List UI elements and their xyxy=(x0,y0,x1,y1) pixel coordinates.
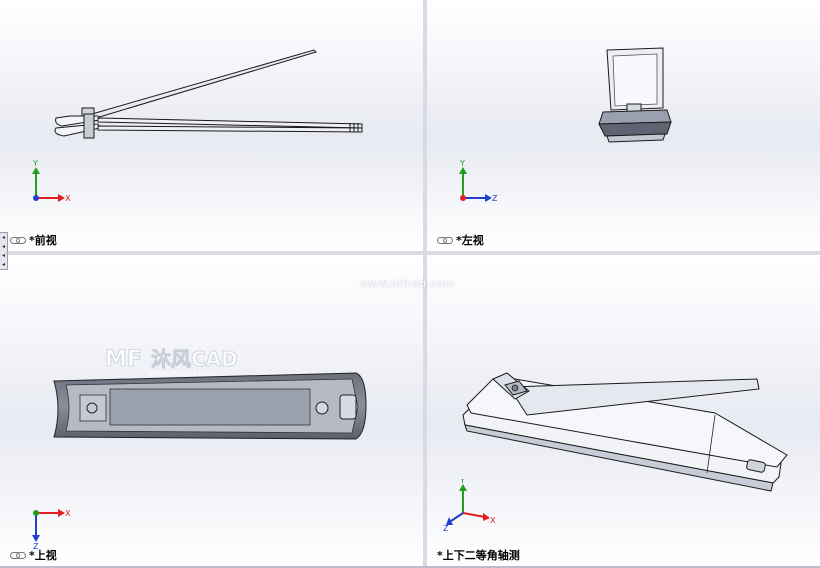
link-icon xyxy=(437,236,453,244)
status-strip xyxy=(0,566,820,568)
svg-text:MF: MF xyxy=(105,347,142,372)
viewport-label-front[interactable]: *前视 xyxy=(10,232,57,248)
axis-x-label: X xyxy=(490,516,496,525)
link-icon xyxy=(10,551,26,559)
axis-x-label: X xyxy=(65,509,71,518)
viewport-top[interactable]: Z X *上视 xyxy=(0,255,423,566)
view-name-top: *上视 xyxy=(29,549,57,562)
axis-triad-top: Z X xyxy=(32,509,71,549)
watermark-logo-text: 沐风CAD xyxy=(151,347,238,371)
axis-triad-left: Y Z xyxy=(459,159,498,203)
axis-z-label: Z xyxy=(492,194,498,203)
model-top-view xyxy=(53,372,367,440)
model-left-view xyxy=(598,47,672,143)
view-name-front: *前视 xyxy=(29,234,57,247)
axis-y-label: Y xyxy=(459,479,465,485)
viewport-label-left[interactable]: *左视 xyxy=(437,232,484,248)
axis-triad-isometric: Y X Z xyxy=(443,479,496,531)
collapse-arrows-icon[interactable]: ◂◂◂◂ xyxy=(0,232,8,270)
axis-z-label: Z xyxy=(443,524,449,531)
view-name-left: *左视 xyxy=(456,234,484,247)
model-front-view xyxy=(54,49,363,139)
view-name-isometric: *上下二等角轴测 xyxy=(437,549,520,562)
watermark-logo: MF 沐风CAD www.mfcad.com xyxy=(105,347,238,378)
link-icon xyxy=(10,236,26,244)
viewport-label-top[interactable]: *上视 xyxy=(10,547,57,563)
viewport-front[interactable]: Y X *前视 xyxy=(0,0,423,251)
axis-x-label: X xyxy=(65,194,71,203)
axis-triad-front: Y X xyxy=(32,159,71,203)
axis-z-label: Z xyxy=(33,542,39,549)
viewport-label-isometric[interactable]: *上下二等角轴测 xyxy=(437,547,520,563)
axis-y-label: Y xyxy=(459,159,465,168)
viewport-isometric[interactable]: Y X Z *上下二等角轴测 xyxy=(427,255,820,566)
viewport-left[interactable]: Y Z *左视 xyxy=(427,0,820,251)
model-isometric-view xyxy=(462,372,788,492)
watermark-url: www.mfcad.com xyxy=(360,277,455,290)
axis-y-label: Y xyxy=(32,159,38,168)
watermark-logo-sub: www.mfcad.com xyxy=(149,369,215,378)
